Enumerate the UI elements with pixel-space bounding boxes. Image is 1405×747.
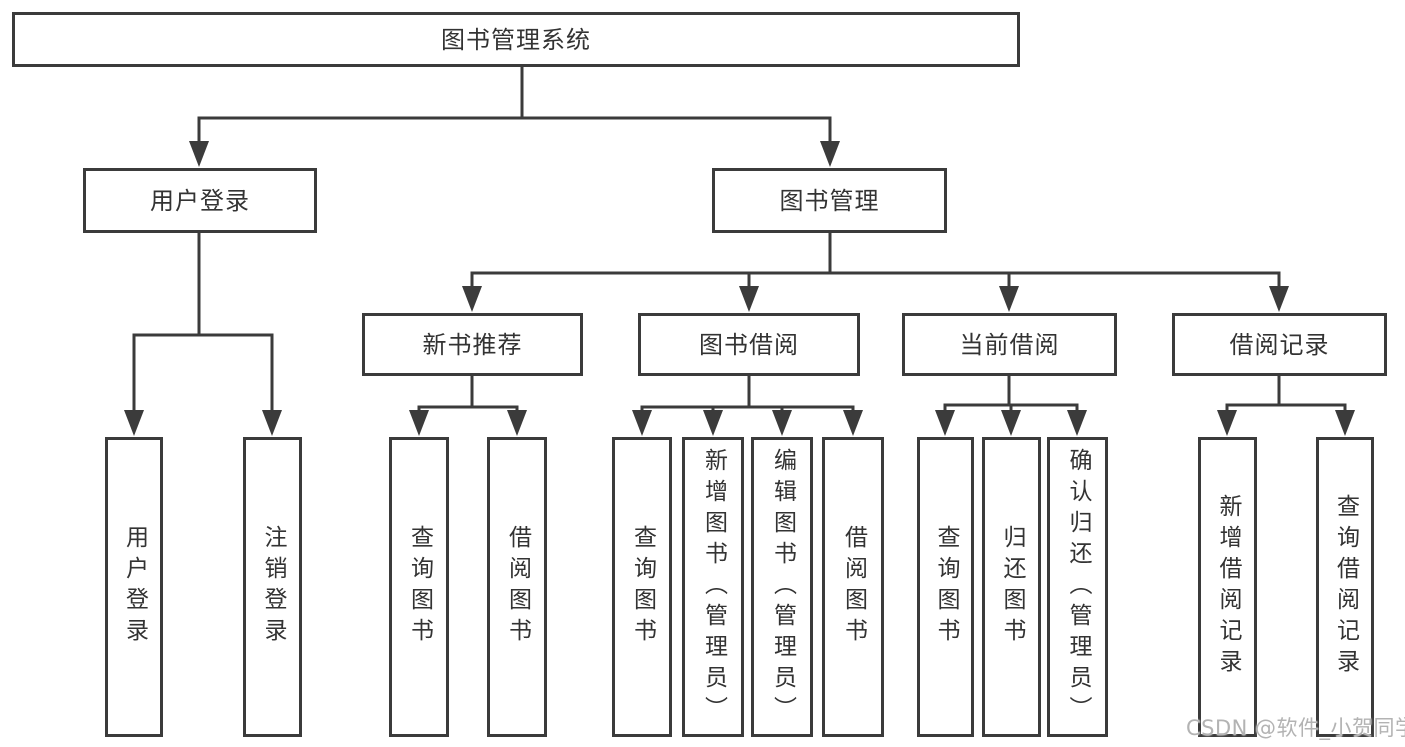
- arrow-down-icon: [507, 410, 527, 436]
- node-root-label: 图书管理系统: [441, 25, 591, 54]
- leaf-label: 确认归还（管理员）: [1065, 447, 1091, 727]
- leaf-add-books-admin: 新增图书（管理员）: [682, 437, 744, 737]
- leaf-return-books: 归还图书: [982, 437, 1041, 737]
- arrow-down-icon: [632, 410, 652, 436]
- csdn-watermark: CSDN @软件_小贺同学: [1186, 716, 1405, 740]
- leaf-edit-books-admin: 编辑图书（管理员）: [751, 437, 813, 737]
- node-root-system: 图书管理系统: [12, 12, 1020, 67]
- arrow-down-icon: [999, 286, 1019, 312]
- node-book-management-branch: 图书管理: [712, 168, 947, 233]
- node-label: 当前借阅: [959, 330, 1060, 359]
- leaf-label: 借阅图书: [504, 525, 531, 649]
- leaf-label: 查询图书: [933, 525, 959, 649]
- leaf-logout: 注销登录: [243, 437, 302, 737]
- arrow-down-icon: [262, 410, 282, 436]
- leaf-label: 新增图书（管理员）: [700, 447, 727, 727]
- node-current-borrowing: 当前借阅: [902, 313, 1117, 376]
- node-label: 新书推荐: [422, 330, 523, 359]
- leaf-label: 新增借阅记录: [1215, 494, 1241, 680]
- node-book-borrowing: 图书借阅: [638, 313, 860, 376]
- leaf-confirm-return-admin: 确认归还（管理员）: [1047, 437, 1108, 737]
- leaf-label: 查询借阅记录: [1332, 494, 1359, 680]
- leaf-query-books-current: 查询图书: [917, 437, 974, 737]
- node-borrow-records: 借阅记录: [1172, 313, 1387, 376]
- arrow-down-icon: [820, 141, 840, 167]
- leaf-query-books-borrowing: 查询图书: [612, 437, 672, 737]
- node-user-login-branch: 用户登录: [83, 168, 317, 233]
- arrow-down-icon: [935, 410, 955, 436]
- arrow-down-icon: [772, 410, 792, 436]
- node-label: 图书管理: [779, 186, 880, 215]
- leaf-label: 编辑图书（管理员）: [769, 447, 796, 727]
- arrow-down-icon: [1217, 410, 1237, 436]
- leaf-borrow-books-recommend: 借阅图书: [487, 437, 547, 737]
- node-label: 借阅记录: [1229, 330, 1330, 359]
- leaf-borrow-books: 借阅图书: [822, 437, 884, 737]
- node-new-book-recommend: 新书推荐: [362, 313, 583, 376]
- leaf-query-books-recommend: 查询图书: [389, 437, 449, 737]
- leaf-label: 查询图书: [629, 525, 656, 649]
- arrow-down-icon: [189, 141, 209, 167]
- node-label: 图书借阅: [699, 330, 799, 359]
- leaf-label: 归还图书: [999, 525, 1025, 649]
- node-label: 用户登录: [150, 186, 250, 215]
- leaf-query-borrow-record: 查询借阅记录: [1316, 437, 1374, 737]
- arrow-down-icon: [462, 286, 482, 312]
- leaf-label: 注销登录: [260, 525, 286, 649]
- arrowheads: [124, 141, 1355, 436]
- arrow-down-icon: [1335, 410, 1355, 436]
- leaf-add-borrow-record: 新增借阅记录: [1198, 437, 1257, 737]
- leaf-label: 用户登录: [121, 525, 148, 649]
- arrow-down-icon: [739, 286, 759, 312]
- arrow-down-icon: [409, 410, 429, 436]
- leaf-label: 借阅图书: [840, 525, 867, 649]
- arrow-down-icon: [124, 410, 144, 436]
- leaf-user-login: 用户登录: [105, 437, 163, 737]
- arrow-down-icon: [1001, 410, 1021, 436]
- arrow-down-icon: [843, 410, 863, 436]
- arrow-down-icon: [1067, 410, 1087, 436]
- leaf-label: 查询图书: [406, 525, 433, 649]
- arrow-down-icon: [703, 410, 723, 436]
- arrow-down-icon: [1269, 286, 1289, 312]
